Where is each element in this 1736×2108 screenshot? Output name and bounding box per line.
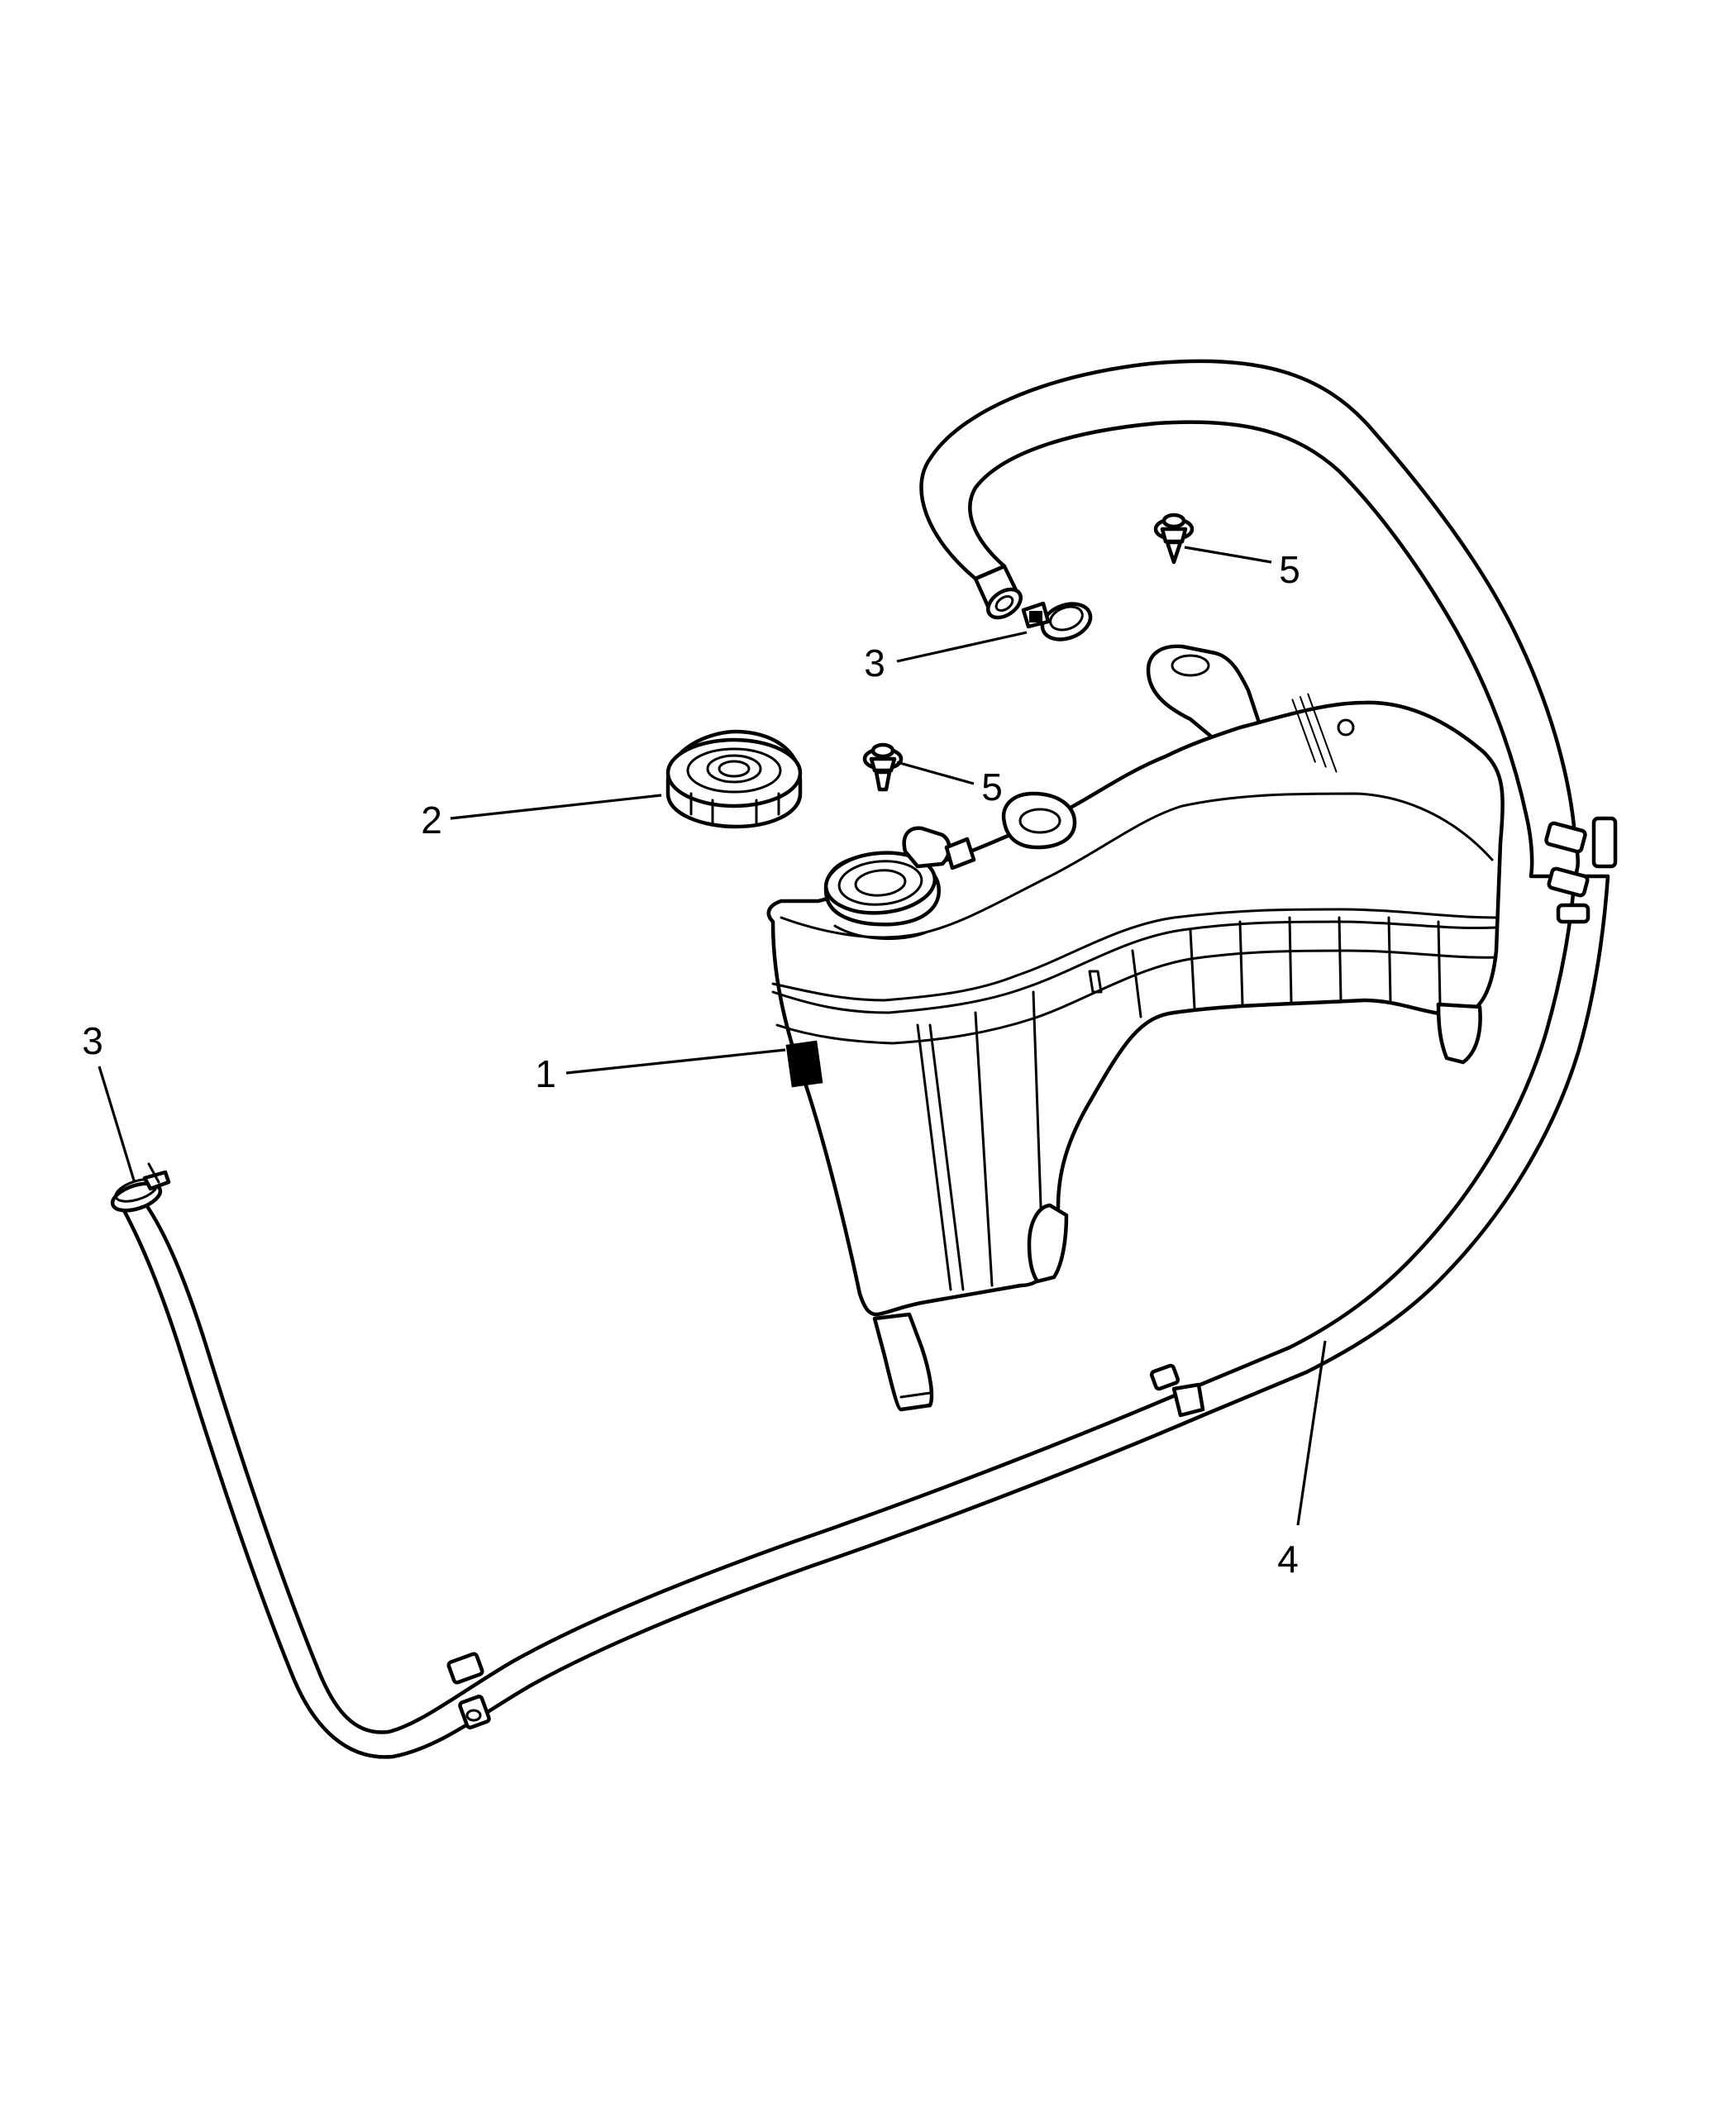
upper-hose <box>919 359 1580 879</box>
callout-3-lower: 3 <box>82 1019 103 1062</box>
coolant-reservoir-tank <box>766 644 1505 1412</box>
leader-3-lower <box>98 1066 136 1181</box>
hose-clamp-upper <box>1021 601 1093 641</box>
leader-2 <box>450 794 662 820</box>
leader-5-upper <box>1184 546 1272 564</box>
leader-3-upper <box>896 631 1028 663</box>
pressure-cap <box>665 729 803 829</box>
hose-clamp-lower <box>110 1162 171 1213</box>
leader-1 <box>565 1048 786 1075</box>
callout-5-upper: 5 <box>1279 548 1300 591</box>
push-pin-upper <box>1153 513 1195 565</box>
callout-1: 1 <box>535 1052 556 1095</box>
leader-4 <box>1296 1340 1327 1526</box>
leader-5-lower <box>896 761 975 785</box>
callout-2: 2 <box>421 799 442 842</box>
lower-hose <box>117 816 1618 1759</box>
callout-5-lower: 5 <box>981 765 1003 808</box>
callout-4: 4 <box>1277 1538 1299 1581</box>
callout-3-upper: 3 <box>864 641 885 684</box>
push-pin-lower <box>862 742 904 792</box>
